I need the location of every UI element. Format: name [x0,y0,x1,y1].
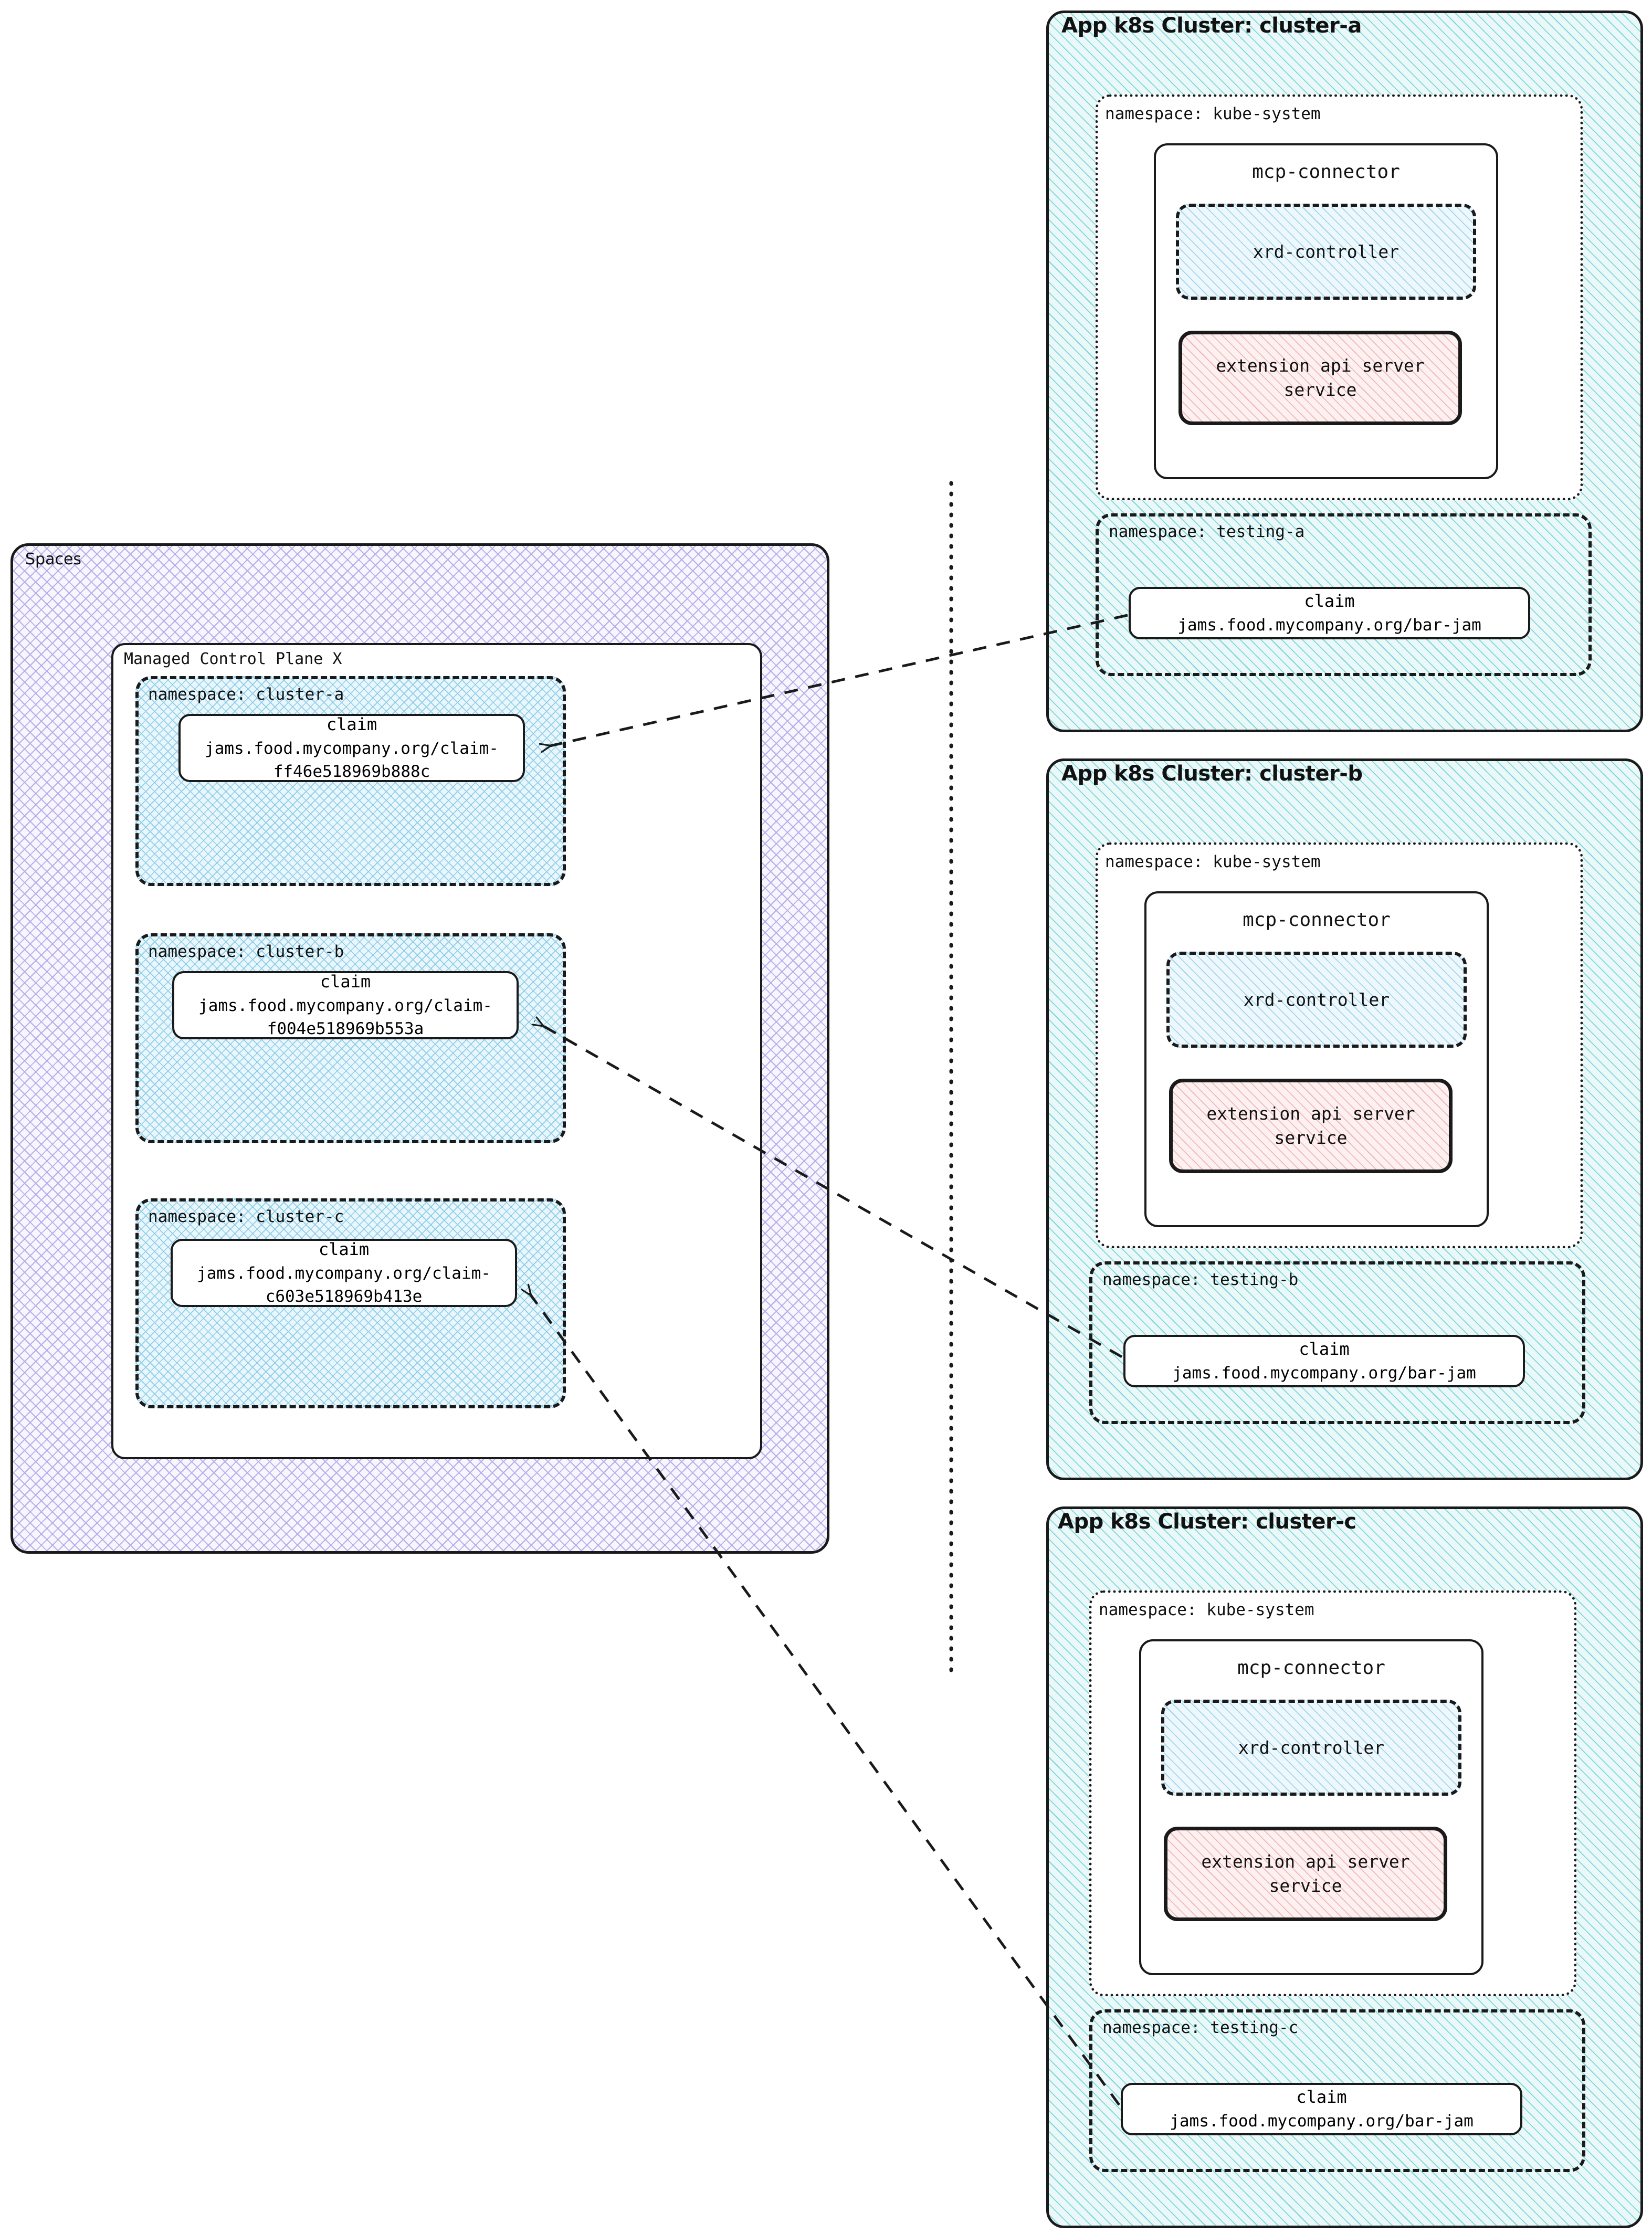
claim-name-line1: jams.food.mycompany.org/claim- [198,996,492,1015]
claim-kind: claim [326,714,377,735]
xrd-controller-c: xrd-controller [1161,1700,1461,1796]
extension-api-server-a: extension api server service [1179,331,1462,425]
claim-kind: claim [318,1239,370,1260]
claim-name: jams.food.mycompany.org/bar-jam [1177,615,1481,635]
extension-api-server-a-label: extension api server service [1182,354,1458,402]
claim-testing-c[interactable]: claim jams.food.mycompany.org/bar-jam [1121,2083,1522,2135]
namespace-cluster-b-label: namespace: cluster-b [148,942,344,961]
extension-api-line2: service [1274,1127,1348,1148]
xrd-controller-b: xrd-controller [1166,952,1467,1048]
namespace-testing-a [1096,513,1592,676]
app-k8s-cluster-c-label: App k8s Cluster: cluster-c [1058,1510,1356,1534]
mcp-connector-b: mcp-connector [1144,891,1489,1227]
xrd-controller-a: xrd-controller [1176,204,1476,300]
mcp-connector-a-title: mcp-connector [1252,161,1400,183]
xrd-controller-a-label: xrd-controller [1253,241,1400,262]
claim-testing-a[interactable]: claim jams.food.mycompany.org/bar-jam [1129,587,1530,639]
extension-api-line2: service [1269,1875,1342,1896]
claim-cluster-a[interactable]: claim jams.food.mycompany.org/claim- ff4… [178,714,525,782]
claim-kind: claim [1304,591,1355,612]
claim-name-line1: jams.food.mycompany.org/claim- [197,1263,491,1283]
namespace-kube-system-c-label: namespace: kube-system [1099,1600,1314,1619]
app-k8s-cluster-b-label: App k8s Cluster: cluster-b [1061,762,1363,786]
claim-cluster-b[interactable]: claim jams.food.mycompany.org/claim- f00… [172,971,519,1039]
claim-name-line2: ff46e518969b888c [273,762,430,781]
claim-name: jams.food.mycompany.org/bar-jam [1170,2111,1474,2131]
namespace-testing-b-label: namespace: testing-b [1102,1270,1299,1289]
spaces-label: Spaces [25,550,82,568]
claim-cluster-c[interactable]: claim jams.food.mycompany.org/claim- c60… [171,1239,517,1307]
namespace-testing-c-label: namespace: testing-c [1102,2018,1299,2037]
app-k8s-cluster-a-label: App k8s Cluster: cluster-a [1061,14,1362,38]
extension-api-server-b-label: extension api server service [1173,1102,1449,1150]
extension-api-line1: extension api server [1206,1103,1415,1124]
mcp-connector-c: mcp-connector [1139,1639,1483,1975]
claim-name-line1: jams.food.mycompany.org/claim- [205,739,499,758]
claim-kind: claim [1296,2087,1347,2107]
extension-api-line1: extension api server [1201,1851,1410,1872]
namespace-cluster-a-label: namespace: cluster-a [148,685,344,704]
claim-name: jams.food.mycompany.org/bar-jam [1172,1363,1476,1383]
mcp-connector-c-title: mcp-connector [1237,1657,1385,1679]
namespace-kube-system-a-label: namespace: kube-system [1105,104,1321,123]
claim-testing-b[interactable]: claim jams.food.mycompany.org/bar-jam [1123,1335,1525,1387]
extension-api-line2: service [1283,380,1357,400]
xrd-controller-b-label: xrd-controller [1243,989,1390,1010]
namespace-cluster-c-label: namespace: cluster-c [148,1207,344,1226]
extension-api-server-c-label: extension api server service [1167,1850,1444,1898]
claim-name-line2: f004e518969b553a [267,1019,424,1038]
claim-kind: claim [320,972,371,992]
namespace-kube-system-b-label: namespace: kube-system [1105,852,1321,871]
extension-api-server-c: extension api server service [1164,1827,1447,1921]
extension-api-server-b: extension api server service [1169,1079,1453,1173]
extension-api-line1: extension api server [1216,355,1425,376]
claim-kind: claim [1299,1339,1350,1360]
xrd-controller-c-label: xrd-controller [1238,1737,1385,1758]
managed-control-plane-label: Managed Control Plane X [124,650,342,668]
namespace-testing-a-label: namespace: testing-a [1109,522,1305,541]
mcp-connector-a: mcp-connector [1154,143,1498,479]
claim-name-line2: c603e518969b413e [265,1287,423,1306]
mcp-connector-b-title: mcp-connector [1243,909,1391,931]
